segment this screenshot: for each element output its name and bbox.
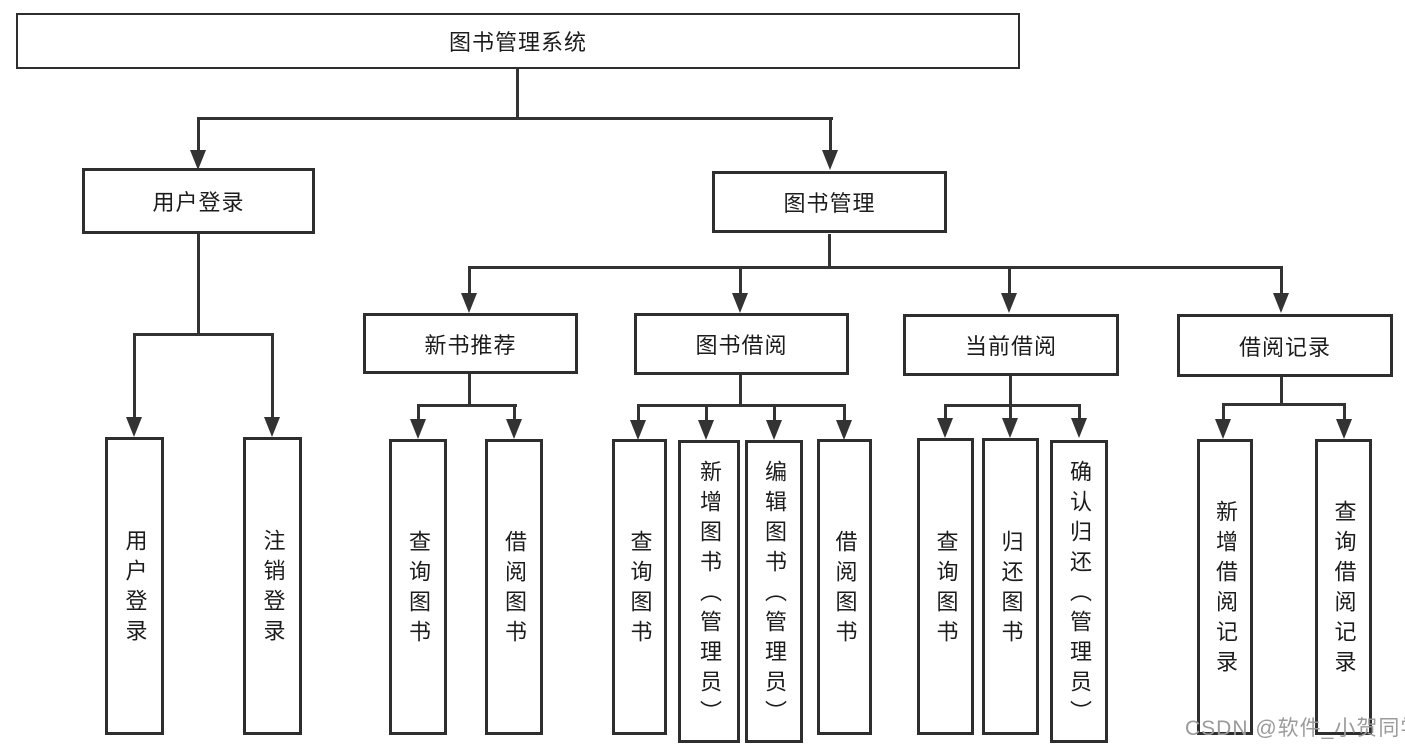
connector-currentborrow-stem xyxy=(1008,266,1011,294)
arrowhead-newbook xyxy=(461,293,477,313)
connector-bb-leaf1-stem xyxy=(637,404,640,421)
node-current-borrowing: 当前借阅 xyxy=(903,314,1119,376)
connector-newbook-stem xyxy=(468,266,471,294)
leaf-bb-borrow-books: 借阅图书 xyxy=(817,439,872,735)
node-library-management-system: 图书管理系统 xyxy=(16,13,1020,69)
connector-nb-leaf1-stem xyxy=(417,404,420,420)
connector-leaf-login-stem xyxy=(133,333,136,418)
arrowhead-leaf-login xyxy=(126,417,142,437)
connector-nb-leaf2-stem xyxy=(513,404,516,420)
node-user-login: 用户登录 xyxy=(82,168,315,234)
leaf-cb-return-books: 归还图书 xyxy=(982,438,1039,735)
arrowhead-br-leaf2 xyxy=(1336,419,1352,439)
connector-book-mgmt-stem xyxy=(829,117,832,151)
connector-userlogin-stem xyxy=(197,234,200,335)
connector-cb-stem xyxy=(1009,376,1012,407)
arrowhead-cb-leaf1 xyxy=(937,418,953,438)
connector-bookborrow-stem xyxy=(739,266,742,294)
connector-borrowrecord-stem xyxy=(1280,266,1283,294)
csdn-watermark: CSDN @软件_小贺同学 xyxy=(1185,717,1405,740)
connector-bb-leaf2-stem xyxy=(705,404,708,421)
connector-cb-leaf3-stem xyxy=(1078,404,1081,419)
arrowhead-cb-leaf3 xyxy=(1071,418,1087,438)
arrowhead-bb-leaf2 xyxy=(698,420,714,440)
connector-cb-bar xyxy=(944,404,1081,407)
connector-br-bar xyxy=(1222,403,1346,406)
arrowhead-cb-leaf2 xyxy=(1002,418,1018,438)
node-borrowing-records: 借阅记录 xyxy=(1177,314,1393,377)
connector-userlogin-bar xyxy=(133,333,274,336)
connector-nb-stem xyxy=(468,374,471,406)
connector-bookmgmt-bar xyxy=(468,266,1283,269)
arrowhead-book-mgmt xyxy=(822,150,838,170)
connector-bb-stem xyxy=(739,375,742,407)
arrowhead-br-leaf1 xyxy=(1215,419,1231,439)
connector-br-stem xyxy=(1280,377,1283,406)
leaf-nb-borrow-books: 借阅图书 xyxy=(485,439,543,735)
arrowhead-bb-leaf4 xyxy=(836,420,852,440)
leaf-cb-confirm-return-admin: 确认归还（管理员） xyxy=(1050,440,1108,743)
connector-bb-leaf3-stem xyxy=(773,404,776,421)
leaf-bb-add-books-admin: 新增图书（管理员） xyxy=(678,440,740,743)
connector-br-leaf1-stem xyxy=(1222,403,1225,420)
arrowhead-bb-leaf1 xyxy=(630,420,646,440)
connector-bb-leaf4-stem xyxy=(843,404,846,421)
arrowhead-bb-leaf3 xyxy=(766,420,782,440)
leaf-bb-query-books: 查询图书 xyxy=(612,439,667,735)
connector-br-leaf2-stem xyxy=(1343,403,1346,420)
leaf-br-add-record: 新增借阅记录 xyxy=(1197,439,1253,735)
leaf-br-query-record: 查询借阅记录 xyxy=(1315,439,1372,735)
connector-bb-bar xyxy=(637,404,846,407)
connector-cb-leaf1-stem xyxy=(944,404,947,419)
arrowhead-bookborrow xyxy=(732,293,748,313)
connector-root-stem xyxy=(516,69,519,119)
arrowhead-leaf-logout xyxy=(264,417,280,437)
arrowhead-nb-leaf1 xyxy=(410,419,426,439)
connector-user-login-stem xyxy=(197,117,200,151)
arrowhead-user-login xyxy=(190,150,206,170)
connector-bookmgmt-stem xyxy=(828,234,831,269)
leaf-logout: 注销登录 xyxy=(243,437,302,735)
leaf-user-login: 用户登录 xyxy=(105,437,164,735)
connector-nb-bar xyxy=(417,404,517,407)
leaf-nb-query-books: 查询图书 xyxy=(389,439,447,735)
connector-root-bar xyxy=(197,117,833,120)
leaf-bb-edit-books-admin: 编辑图书（管理员） xyxy=(745,440,803,743)
leaf-cb-query-books: 查询图书 xyxy=(917,438,974,735)
connector-cb-leaf2-stem xyxy=(1009,404,1012,419)
node-new-book-recommend: 新书推荐 xyxy=(363,313,578,374)
arrowhead-nb-leaf2 xyxy=(506,419,522,439)
arrowhead-borrowrecord xyxy=(1273,293,1289,313)
arrowhead-currentborrow xyxy=(1001,293,1017,313)
connector-leaf-logout-stem xyxy=(271,333,274,418)
node-book-management: 图书管理 xyxy=(712,171,947,233)
node-book-borrowing: 图书借阅 xyxy=(634,313,849,375)
